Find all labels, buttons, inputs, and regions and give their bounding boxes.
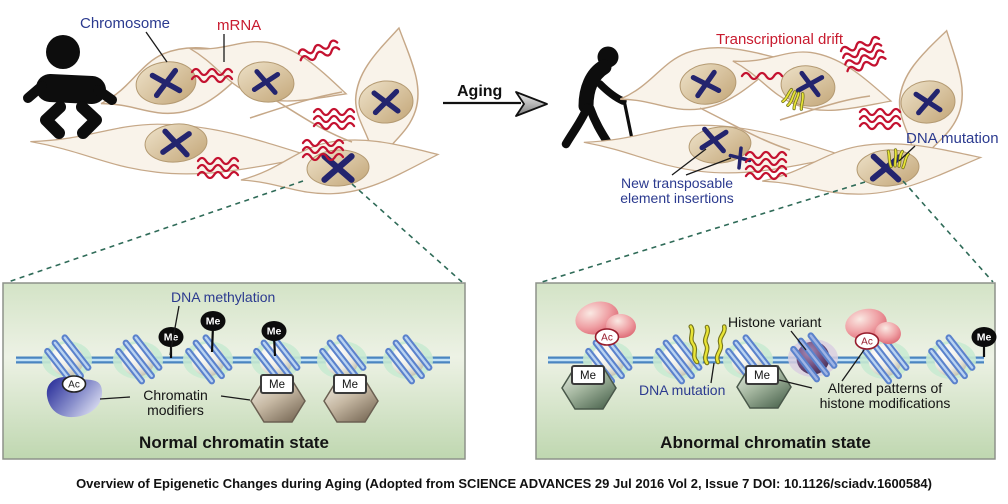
methyl-mark-icon — [261, 321, 287, 341]
arrowhead-icon — [515, 91, 548, 117]
acetyl-blob — [845, 308, 901, 345]
abnormal-panel-title: Abnormal chromatin state — [660, 433, 871, 452]
mrna-icon — [314, 109, 354, 129]
mrna-label: mRNA — [217, 17, 262, 34]
label-pointer-lines — [145, 31, 225, 63]
acetyl-tag-icon — [61, 375, 87, 393]
normal-panel-title: Normal chromatin state — [139, 433, 329, 452]
altered-patterns-label: Altered patterns of histone modification… — [805, 381, 965, 411]
methyl-box-icon — [333, 374, 367, 394]
label-pointer-lines — [671, 145, 916, 176]
label-pointer-lines — [99, 305, 251, 401]
aged-tissue — [581, 22, 984, 204]
methyl-box-icon — [745, 365, 779, 385]
acetyl-tag-icon — [854, 332, 880, 350]
abnormal-chromatin-panel — [535, 282, 997, 460]
new-transposable-line2: element insertions — [620, 190, 734, 206]
elderly-icon — [561, 46, 635, 149]
figure-caption: Overview of Epigenetic Changes during Ag… — [76, 476, 932, 491]
chromatin-modifiers-label: Chromatin modifiers — [128, 388, 223, 418]
chromatin-modifiers-line1: Chromatin — [143, 387, 208, 403]
new-transposable-label: New transposable element insertions — [597, 176, 757, 206]
chromatin-modifiers-line2: modifiers — [147, 402, 204, 418]
aging-label: Aging — [457, 83, 503, 100]
methyl-box-icon — [260, 374, 294, 394]
dna-mutation-squiggle-icon — [705, 327, 708, 363]
young-tissue — [27, 18, 442, 205]
new-transposable-line1: New transposable — [620, 175, 734, 191]
cell-processes — [699, 95, 871, 151]
methyl-box-icon — [571, 365, 605, 385]
methyl-mark-icon — [158, 327, 184, 347]
mrna-icon — [860, 109, 900, 129]
transcriptional-drift-label: Transcriptional drift — [716, 31, 843, 48]
chromatin-modifier-blob — [46, 376, 103, 418]
dna-methylation-label: DNA methylation — [171, 289, 276, 305]
chromosome-label: Chromosome — [80, 15, 171, 32]
zoom-callout-lines — [7, 180, 994, 283]
histone-variant-label: Histone variant — [728, 314, 822, 330]
altered-patterns-line2: histone modifications — [819, 395, 951, 411]
label-pointer-lines — [710, 330, 865, 389]
baby-icon — [23, 35, 117, 139]
normal-chromatin-panel — [2, 282, 466, 460]
altered-patterns-line1: Altered patterns of — [827, 380, 943, 396]
aging-arrow — [443, 91, 548, 117]
dna-mutation-panel-label: DNA mutation — [639, 382, 726, 398]
methyl-mark-icon — [200, 311, 226, 331]
dna-mutation-label: DNA mutation — [906, 130, 999, 147]
methyl-mark-icon — [971, 327, 997, 347]
acetyl-tag-icon — [594, 328, 620, 346]
